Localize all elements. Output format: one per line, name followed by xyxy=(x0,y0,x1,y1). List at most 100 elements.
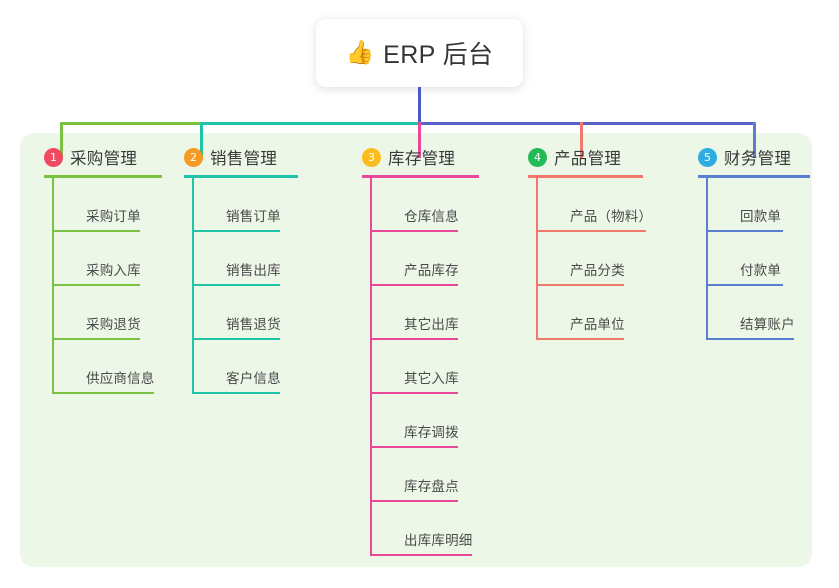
branch-spine xyxy=(370,178,372,556)
branch-header[interactable]: 2 销售管理 xyxy=(184,145,277,169)
branch-item-rule xyxy=(372,338,458,340)
branch-item[interactable]: 结算账户 xyxy=(708,286,798,340)
branch-item[interactable]: 销售退货 xyxy=(194,286,284,340)
branch-item[interactable]: 产品单位 xyxy=(538,286,628,340)
branch-title: 采购管理 xyxy=(70,150,138,168)
connector-drop-2 xyxy=(200,122,203,158)
branches-panel xyxy=(20,133,812,567)
branch-item-rule xyxy=(54,284,140,286)
branch-title: 财务管理 xyxy=(724,150,792,168)
branch-item[interactable]: 付款单 xyxy=(708,232,787,286)
branch-header-rule xyxy=(698,175,810,178)
connector-bus-segment-green xyxy=(60,122,202,125)
branch-title: 库存管理 xyxy=(388,150,456,168)
branch-item-rule xyxy=(194,338,280,340)
branch-item[interactable]: 采购退货 xyxy=(54,286,144,340)
branch-item-rule xyxy=(538,284,624,286)
root-node-card[interactable]: 👍 ERP 后台 xyxy=(316,19,523,87)
thumbs-up-icon: 👍 xyxy=(345,39,375,66)
branch-title: 销售管理 xyxy=(210,150,278,168)
branch-item-label: 采购入库 xyxy=(86,263,141,278)
connector-trunk-vertical xyxy=(418,87,421,125)
branch-item-rule xyxy=(372,500,458,502)
connector-drop-5 xyxy=(753,122,756,158)
branch-item-label: 客户信息 xyxy=(226,371,281,386)
branch-item-label: 仓库信息 xyxy=(404,209,459,224)
branch-item-rule xyxy=(372,392,458,394)
branch-item[interactable]: 仓库信息 xyxy=(372,178,462,232)
branch-item[interactable]: 产品库存 xyxy=(372,232,462,286)
branch-item-label: 结算账户 xyxy=(740,317,795,332)
branch-item[interactable]: 销售出库 xyxy=(194,232,284,286)
branch-header[interactable]: 4 产品管理 xyxy=(528,145,621,169)
branch-index-badge: 3 xyxy=(362,147,381,167)
branch-index-badge: 1 xyxy=(44,147,63,167)
branch-item-rule xyxy=(372,446,458,448)
branch-item-label: 销售出库 xyxy=(226,263,281,278)
branch-item-label: 产品库存 xyxy=(404,263,459,278)
branch-item-rule xyxy=(538,230,646,232)
branch-item-rule xyxy=(54,392,154,394)
connector-bus-segment-blue xyxy=(418,122,756,125)
branch-item[interactable]: 库存调拨 xyxy=(372,394,462,448)
branch-item-rule xyxy=(708,338,794,340)
branch-item-rule xyxy=(372,554,472,556)
branch-item-label: 供应商信息 xyxy=(86,371,155,386)
branch-item-rule xyxy=(538,338,624,340)
connector-drop-1 xyxy=(60,122,63,158)
branch-spine xyxy=(192,178,194,394)
branch-item[interactable]: 销售订单 xyxy=(194,178,284,232)
branch-header[interactable]: 3 库存管理 xyxy=(362,145,455,169)
branch-item[interactable]: 产品（物料） xyxy=(538,178,653,232)
branch-column: 3 库存管理 仓库信息产品库存其它出库其它入库库存调拨库存盘点出库库明细 xyxy=(362,145,479,556)
branch-column: 2 销售管理 销售订单销售出库销售退货客户信息 xyxy=(184,145,298,394)
connector-drop-4 xyxy=(580,122,583,158)
branch-item[interactable]: 库存盘点 xyxy=(372,448,462,502)
branch-item-rule xyxy=(194,230,280,232)
branch-item[interactable]: 采购入库 xyxy=(54,232,144,286)
branch-item-rule xyxy=(708,230,783,232)
branch-item-rule xyxy=(708,284,783,286)
branch-item-label: 采购退货 xyxy=(86,317,141,332)
branch-header-rule xyxy=(528,175,643,178)
branch-index-badge: 4 xyxy=(528,147,547,167)
branch-header-rule xyxy=(184,175,298,178)
branch-item-label: 出库库明细 xyxy=(404,533,473,548)
branch-spine xyxy=(52,178,54,394)
branch-item-label: 付款单 xyxy=(740,263,782,278)
branch-item-label: 销售订单 xyxy=(226,209,281,224)
branch-header[interactable]: 1 采购管理 xyxy=(44,145,137,169)
branch-title: 产品管理 xyxy=(554,150,622,168)
branch-index-badge: 2 xyxy=(184,147,203,167)
branch-item-rule xyxy=(54,338,140,340)
branch-item-rule xyxy=(54,230,140,232)
branch-item-label: 其它出库 xyxy=(404,317,459,332)
root-node-title: ERP 后台 xyxy=(383,41,494,69)
branch-header-rule xyxy=(44,175,162,178)
branch-item[interactable]: 出库库明细 xyxy=(372,502,476,556)
branch-item-label: 采购订单 xyxy=(86,209,141,224)
branch-item-label: 销售退货 xyxy=(226,317,281,332)
branch-item-label: 库存调拨 xyxy=(404,425,459,440)
branch-header[interactable]: 5 财务管理 xyxy=(698,145,791,169)
branch-header-rule xyxy=(362,175,479,178)
branch-item[interactable]: 产品分类 xyxy=(538,232,628,286)
branch-item[interactable]: 客户信息 xyxy=(194,340,284,394)
branch-item-label: 库存盘点 xyxy=(404,479,459,494)
branch-column: 1 采购管理 采购订单采购入库采购退货供应商信息 xyxy=(44,145,162,394)
branch-column: 5 财务管理 回款单付款单结算账户 xyxy=(698,145,810,340)
branch-item-label: 产品分类 xyxy=(570,263,625,278)
branch-item-rule xyxy=(194,392,280,394)
branch-item-label: 产品（物料） xyxy=(570,209,653,224)
branch-item[interactable]: 其它出库 xyxy=(372,286,462,340)
branch-item[interactable]: 供应商信息 xyxy=(54,340,158,394)
branch-index-badge: 5 xyxy=(698,147,717,167)
branch-item[interactable]: 其它入库 xyxy=(372,340,462,394)
branch-item-label: 其它入库 xyxy=(404,371,459,386)
branch-item[interactable]: 回款单 xyxy=(708,178,787,232)
branch-item-label: 回款单 xyxy=(740,209,782,224)
branch-spine xyxy=(536,178,538,340)
branch-column: 4 产品管理 产品（物料） 产品分类产品单位 xyxy=(528,145,652,340)
branch-item-rule xyxy=(372,230,458,232)
branch-item[interactable]: 采购订单 xyxy=(54,178,144,232)
